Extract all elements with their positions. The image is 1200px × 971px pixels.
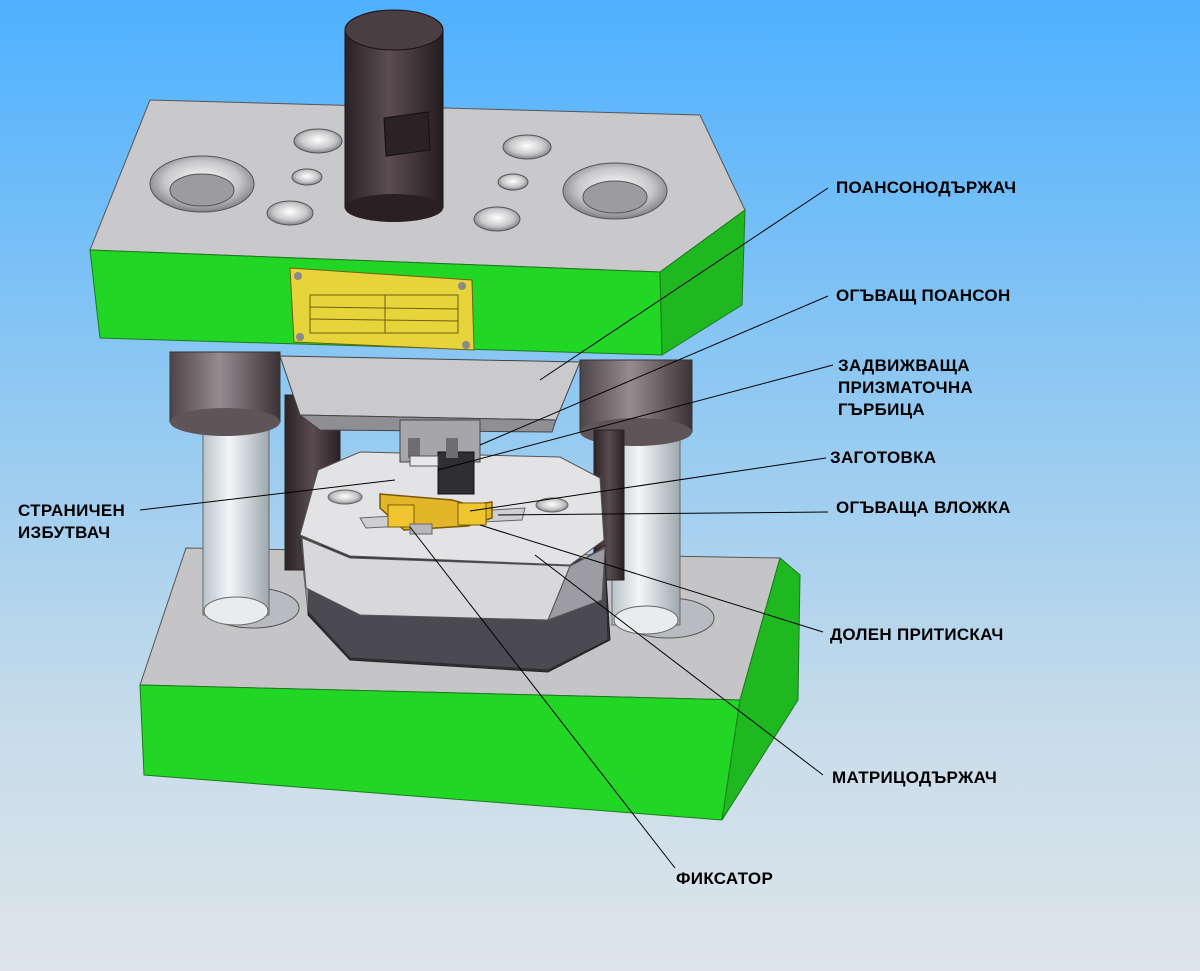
leader-driving-cam [437, 364, 834, 471]
label-bending-insert: ОГЪВАЩА ВЛОЖКА [836, 498, 1011, 517]
leader-locator [409, 526, 676, 869]
label-side-ejector-line2: ИЗБУТВАЧ [18, 523, 111, 542]
label-blank: ЗАГОТОВКА [830, 448, 937, 467]
label-die-holder: МАТРИЦОДЪРЖАЧ [832, 768, 998, 787]
guide-pillar-right [611, 424, 715, 639]
label-bending-punch: ОГЪВАЩ ПОАНСОН [836, 286, 1011, 305]
label-side-ejector-line1: СТРАНИЧЕН [18, 501, 126, 520]
leader-bending-punch [479, 295, 829, 446]
guide-bushing-left [169, 351, 281, 436]
leader-lines [139, 187, 834, 869]
label-driving-cam-line1: ЗАДВИЖВАЩА [838, 356, 970, 375]
label-driving-cam-line3: ГЪРБИЦА [838, 400, 925, 419]
label-locator: ФИКСАТОР [676, 869, 774, 888]
label-side-ejector: СТРАНИЧЕН ИЗБУТВАЧ [18, 500, 125, 544]
leader-lower-presser [479, 524, 824, 633]
leader-side-ejector [139, 479, 396, 511]
leader-blank [469, 457, 827, 512]
punch-shank [344, 9, 444, 222]
label-driving-cam: ЗАДВИЖВАЩА ПРИЗМАТОЧНА ГЪРБИЦА [838, 355, 973, 421]
leader-die-holder [534, 554, 824, 776]
blank-workpiece [359, 493, 526, 535]
guide-pillar-left [202, 414, 300, 629]
label-lower-presser: ДОЛЕН ПРИТИСКАЧ [830, 625, 1004, 644]
leader-punch-holder [539, 187, 829, 381]
label-driving-cam-line2: ПРИЗМАТОЧНА [838, 378, 974, 397]
leader-bending-insert [497, 511, 829, 516]
nameplate [289, 267, 475, 351]
bending-punch [279, 355, 581, 495]
label-punch-holder: ПОАНСОНОДЪРЖАЧ [836, 178, 1017, 197]
